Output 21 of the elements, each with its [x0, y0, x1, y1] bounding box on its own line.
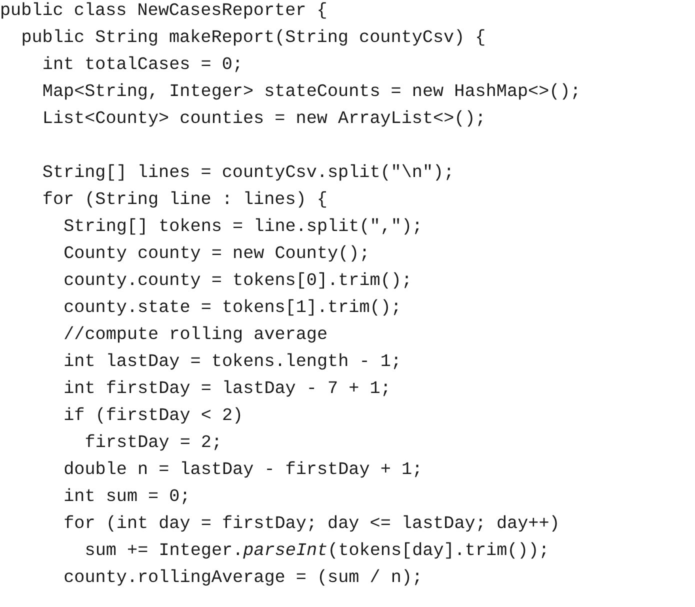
code-line: int sum = 0; [62, 486, 190, 509]
code-line: county.state = tokens[1].trim(); [62, 297, 402, 320]
code-line: List<County> counties = new ArrayList<>(); [41, 108, 486, 131]
code-line: int lastDay = tokens.length - 1; [62, 351, 402, 374]
code-line: county.rollingAverage = (sum / n); [62, 567, 423, 590]
code-line: sum += Integer.parseInt(tokens[day].trim()); [84, 540, 550, 563]
code-line: public class NewCasesReporter { [0, 0, 328, 23]
code-line: public String makeReport(String countyCsv) { [20, 27, 486, 50]
code-line: double n = lastDay - firstDay + 1; [62, 459, 423, 482]
code-line: String[] lines = countyCsv.split("\n"); [41, 162, 454, 185]
code-line: //compute rolling average [62, 324, 328, 347]
code-line: for (String line : lines) { [41, 189, 328, 212]
code-line: County county = new County(); [62, 243, 370, 266]
code-line: String[] tokens = line.split(","); [62, 216, 423, 239]
code-line: int firstDay = lastDay - 7 + 1; [62, 378, 391, 401]
code-line: firstDay = 2; [84, 432, 222, 455]
code-line: for (int day = firstDay; day <= lastDay; day++) [62, 513, 560, 536]
code-line: int totalCases = 0; [41, 54, 243, 77]
code-line: county.county = tokens[0].trim(); [62, 270, 412, 293]
code-line: Map<String, Integer> stateCounts = new HashMap<>(); [41, 81, 581, 104]
code-line: if (firstDay < 2) [62, 405, 244, 428]
